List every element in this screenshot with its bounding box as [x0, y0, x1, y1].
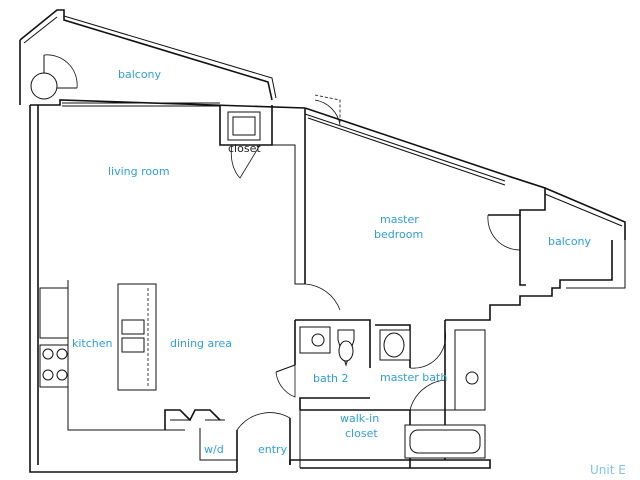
- unit-label: Unit E: [590, 463, 626, 477]
- bedroom-walls: [304, 94, 626, 321]
- label-dining-area: dining area: [170, 337, 232, 350]
- kitchen-fixtures: [39, 280, 185, 431]
- label-living-room: living room: [108, 165, 170, 178]
- label-kitchen: kitchen: [72, 337, 113, 350]
- label-master-bedroom-1: master: [380, 213, 419, 226]
- column-round: [30, 72, 58, 100]
- label-balcony-top: balcony: [118, 68, 162, 81]
- label-master-bath: master bath: [380, 371, 447, 384]
- bath-2-fixtures: [275, 283, 371, 398]
- laundry-fixtures: [164, 409, 238, 472]
- exterior-walls: [19, 9, 491, 473]
- label-balcony-right: balcony: [548, 235, 592, 248]
- label-entry: entry: [258, 443, 288, 456]
- label-walk-in: walk-in: [340, 412, 379, 425]
- label-master-bedroom-2: bedroom: [374, 228, 423, 241]
- closet-structure: [219, 105, 305, 285]
- label-closet-2: closet: [345, 427, 378, 440]
- master-bath-fixtures: [299, 320, 486, 460]
- label-bath-2: bath 2: [313, 372, 349, 385]
- label-wd: w/d: [204, 443, 224, 456]
- label-closet: closet: [228, 142, 261, 155]
